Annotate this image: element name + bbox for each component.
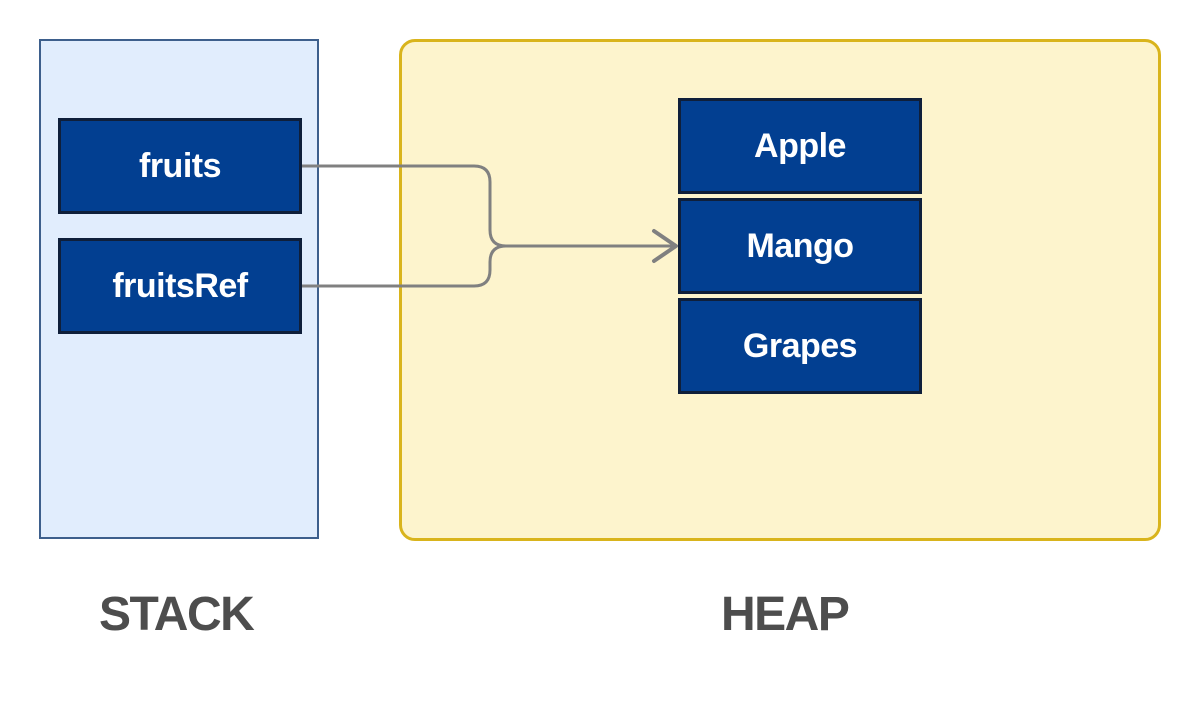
stack-title: STACK — [99, 588, 255, 641]
heap-array-item-grapes: Grapes — [678, 298, 922, 394]
heap-array-item-apple: Apple — [678, 98, 922, 194]
heap-item-label: Mango — [746, 226, 854, 265]
stack-variable-label: fruitsRef — [112, 266, 248, 305]
heap-item-label: Apple — [754, 126, 846, 165]
heap-item-label: Grapes — [742, 326, 858, 365]
stack-variable-fruits: fruits — [58, 118, 302, 214]
stack-variable-fruitsRef: fruitsRef — [58, 238, 302, 334]
heap-array-item-mango: Mango — [678, 198, 922, 294]
stack-variable-label: fruits — [139, 146, 222, 185]
heap-title: HEAP — [721, 588, 850, 641]
